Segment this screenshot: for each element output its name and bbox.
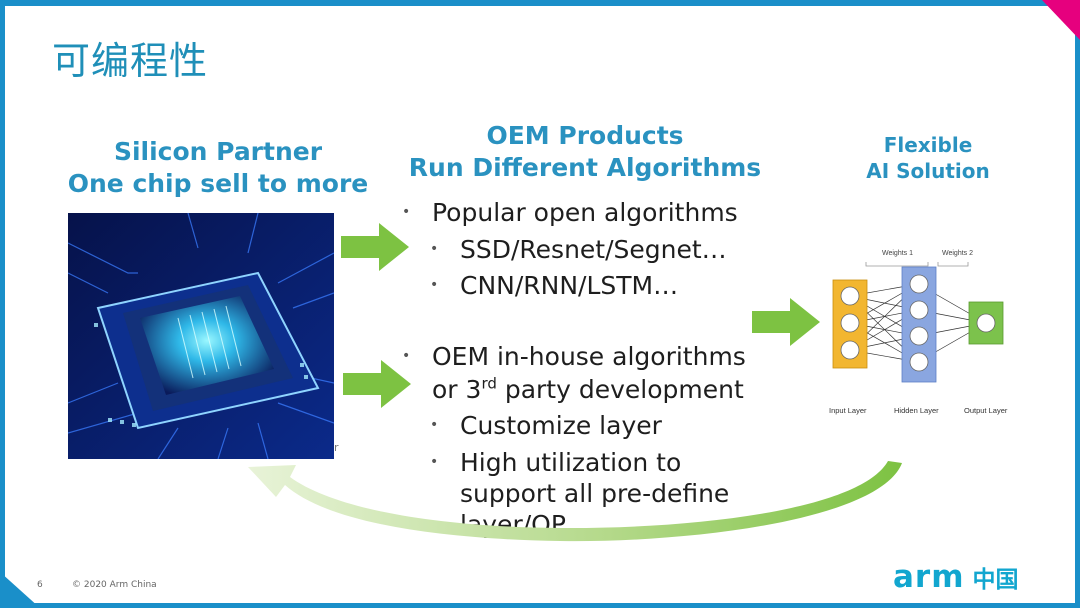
neural-network-diagram: Weights 1 Weights 2 Input Layer Hidden L… [829,250,1008,415]
arrow-right-icon [752,298,820,346]
arrow-right-icon [341,223,409,271]
corner-decoration-bottom-left [0,572,40,608]
oem-products-heading: OEM Products Run Different Algorithms [408,121,762,182]
slide-title: 可编程性 [52,39,209,83]
bullet-cnn: • CNN/RNN/LSTM… [430,271,679,300]
corner-decoration-top-right [1042,0,1080,40]
bullet-customize-layer: • Customize layer [430,411,662,440]
bullet-dot: • [402,204,411,220]
frame-top-border [0,0,1080,6]
bullet-dot: • [402,348,411,364]
bullet-high-utilization-line2: support all pre-define [460,479,730,508]
frame-left-border [0,0,5,608]
page-number: 6 [37,580,43,590]
output-layer-label: Output Layer [964,406,1008,415]
curved-return-arrow-icon [248,461,902,542]
frame-right-border [1075,0,1080,608]
bullet-dot: • [430,277,439,293]
flexible-ai-heading: Flexible AI Solution [866,133,990,183]
bullet-dot: • [430,453,439,470]
bullet-group-popular: • Popular open algorithms • SSD/Resnet/S… [400,197,800,303]
copyright: © 2020 Arm China [72,580,157,590]
weights-2-label: Weights 2 [942,250,973,257]
bullet-oem-inhouse-line2: or 3rd party development [432,374,744,404]
bullet-oem-inhouse: • OEM in-house algorithms [402,342,746,371]
bullet-ssd: • SSD/Resnet/Segnet… [430,234,727,264]
bullet-dot: • [430,417,439,433]
hidden-layer-label: Hidden Layer [894,406,939,415]
input-layer-label: Input Layer [829,406,867,415]
bullet-dot: • [430,240,439,257]
chip-ghost-text: r [334,441,339,454]
chip-image [68,213,334,459]
frame-bottom-border [0,603,1080,608]
bullet-high-utilization: • High utilization to [430,447,682,477]
silicon-partner-heading: Silicon Partner One chip sell to more [67,137,369,198]
arrow-right-icon [343,360,411,408]
weights-1-label: Weights 1 [882,250,913,257]
bullet-popular-open: • Popular open algorithms [402,198,738,227]
